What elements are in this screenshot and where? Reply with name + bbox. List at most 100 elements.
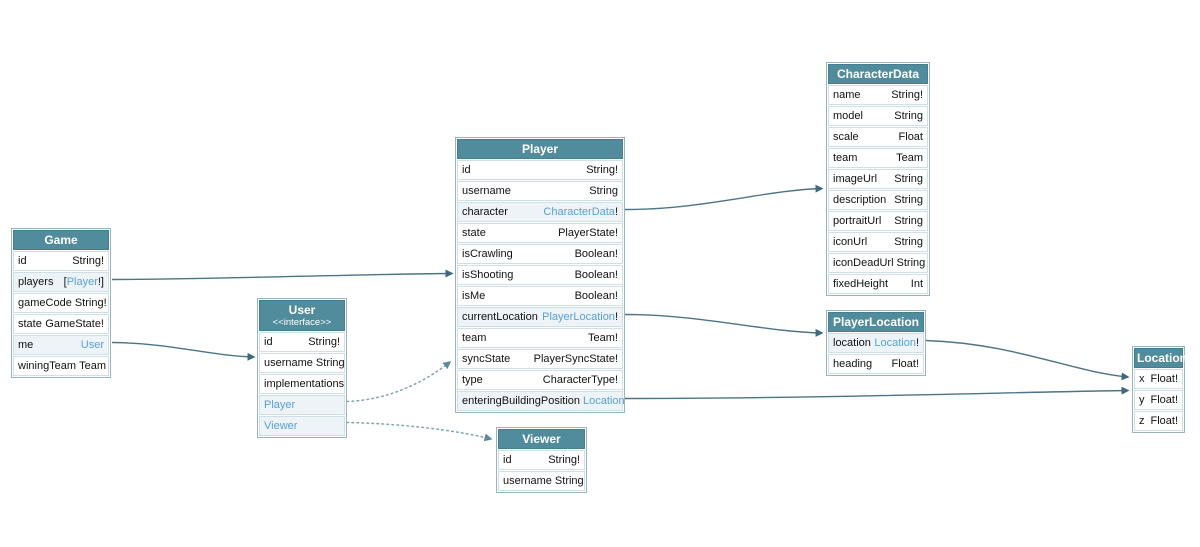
field-name: model [833,110,863,122]
edge-player-enteringbuildingposition-to-location[interactable] [624,386,1130,400]
implementation-link[interactable]: Viewer [264,420,298,432]
type-text: PlayerSyncState! [533,353,618,365]
type-link-characterdata[interactable]: CharacterData [543,206,615,218]
edge-game-players-to-player[interactable] [111,269,454,281]
field-row-player-iscrawling[interactable]: isCrawling Boolean! [457,244,623,264]
field-name: z [1139,415,1145,427]
type-header-player[interactable]: Player [457,139,623,159]
type-text: Boolean! [574,269,618,281]
field-type: String! [308,336,340,348]
field-row-user-viewer[interactable]: Viewer [259,416,345,436]
type-text: Boolean! [574,248,618,260]
field-name: winingTeam [18,360,77,372]
type-header-game[interactable]: Game [13,230,109,250]
field-name: enteringBuildingPosition [462,395,581,407]
field-row-playerlocation-heading[interactable]: heading Float! [828,354,924,374]
field-type: User [81,339,104,351]
type-link-location[interactable]: Location [874,337,916,349]
type-text: ! [614,206,618,218]
field-type: String [316,357,345,369]
field-name: fixedHeight [833,278,889,290]
implementation-link[interactable]: Player [264,399,296,411]
edge-user-player-to-player[interactable] [346,361,452,403]
field-name: isCrawling [462,248,513,260]
field-name: portraitUrl [833,215,882,227]
field-name: heading [833,358,873,370]
edge-player-character-to-characterdata[interactable] [624,184,824,211]
field-name: username [264,357,313,369]
edge-player-currentlocation-to-playerlocation[interactable] [624,313,824,337]
type-link-playerlocation[interactable]: PlayerLocation [542,311,615,323]
type-link-user[interactable]: User [80,339,104,351]
field-type: [Player!] [64,276,104,288]
type-text: Boolean! [574,290,618,302]
type-text: String [894,110,923,122]
type-text: ! [915,337,919,349]
field-type: String [894,236,923,248]
field-name: gameCode [18,297,72,309]
field-name: username [462,185,511,197]
type-header-user[interactable]: User<<interface>> [259,300,345,331]
field-name: currentLocation [462,311,538,323]
type-header-viewer[interactable]: Viewer [498,429,585,449]
field-type: Boolean! [575,290,618,302]
type-text: String [894,194,923,206]
type-text: GameState! [45,318,104,330]
type-header-characterdata[interactable]: CharacterData [828,64,928,84]
type-header-playerlocation[interactable]: PlayerLocation [828,312,924,332]
type-text: Float! [891,358,919,370]
field-row-game-players[interactable]: players[Player!] [13,272,109,292]
field-row-player-username[interactable]: username String [457,181,623,201]
type-link-location[interactable]: Location [583,395,625,407]
type-text: String! [586,164,618,176]
field-name: description [833,194,887,206]
field-row-characterdata-description[interactable]: description String [828,190,928,210]
field-row-characterdata-model[interactable]: model String [828,106,928,126]
field-row-user-implementations[interactable]: implementations [259,374,345,394]
edge-game-me-to-user[interactable] [111,341,256,361]
field-type: String [897,257,926,269]
type-text: !] [97,276,104,288]
edge-playerlocation-location-to-location[interactable] [925,339,1130,381]
type-text: String [589,185,618,197]
type-header-location[interactable]: Location [1134,348,1187,368]
field-name: username [503,475,552,487]
type-link-player[interactable]: Player [66,276,98,288]
edge-user-viewer-to-viewer[interactable] [346,421,493,442]
field-row-user-player[interactable]: Player [259,395,345,415]
